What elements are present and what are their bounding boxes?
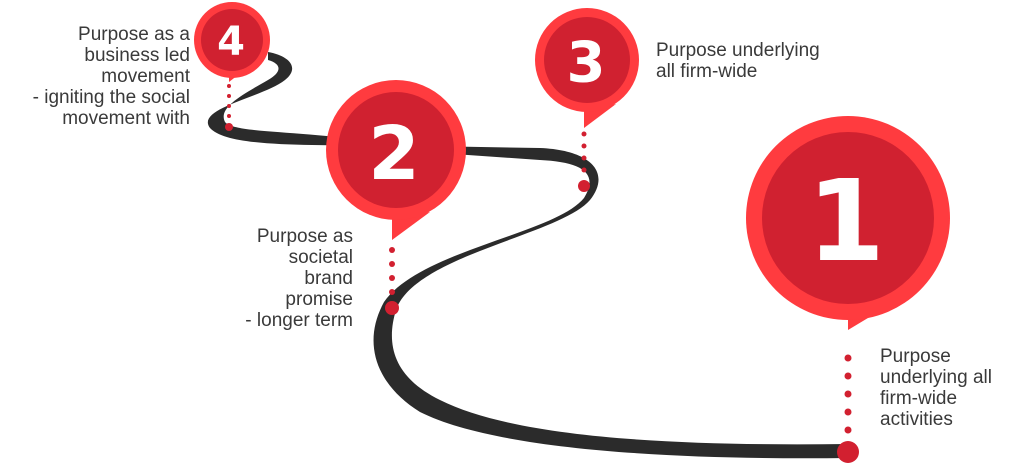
milestone-pin-1: 1	[746, 116, 950, 330]
milestone-caption-1: Purpose underlying all firm-wide activit…	[880, 346, 992, 430]
milestone-pin-2: 2	[326, 80, 466, 240]
milestone-caption-4: Purpose as a business led movement - ign…	[32, 24, 190, 129]
connector-1	[837, 354, 859, 463]
milestone-caption-2: Purpose as societal brand promise - long…	[245, 226, 353, 331]
connector-3	[578, 131, 590, 192]
milestone-pin-4: 4	[194, 2, 270, 82]
road-marker-3	[578, 180, 590, 192]
road-marker-1	[837, 441, 859, 463]
milestone-number-3: 3	[567, 31, 606, 96]
milestone-caption-3: Purpose underlying all firm-wide	[656, 40, 820, 82]
road-marker-2	[385, 301, 399, 315]
connector-4	[225, 84, 233, 131]
road-marker-4	[225, 123, 233, 131]
milestone-number-2: 2	[368, 111, 420, 197]
milestone-number-4: 4	[217, 19, 245, 65]
milestone-pin-3: 3	[535, 8, 639, 128]
connector-2	[385, 247, 399, 315]
milestone-number-1: 1	[807, 157, 885, 287]
